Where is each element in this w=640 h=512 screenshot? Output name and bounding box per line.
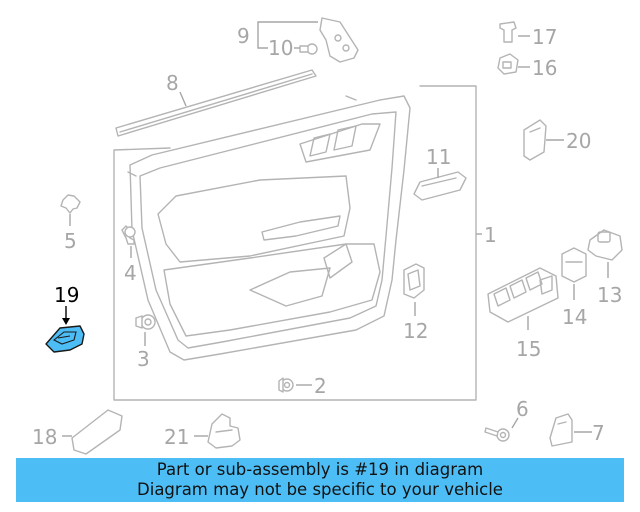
callout-6: 6 — [516, 397, 529, 421]
callout-13: 13 — [597, 283, 622, 307]
callout-7: 7 — [592, 421, 605, 445]
callout-3: 3 — [137, 347, 150, 371]
door-trim-panel[interactable] — [127, 95, 411, 361]
part-15-window-switch[interactable] — [487, 267, 559, 323]
callout-17: 17 — [532, 25, 557, 49]
banner-line-2: Diagram may not be specific to your vehi… — [137, 480, 503, 499]
info-banner: Part or sub-assembly is #19 in diagram D… — [16, 458, 624, 502]
part-11-handle[interactable] — [413, 171, 467, 201]
part-5-clip[interactable] — [60, 194, 81, 214]
part-17-clip[interactable] — [499, 21, 517, 43]
callout-12: 12 — [403, 319, 428, 343]
callout-19-arrow — [62, 318, 70, 325]
part-8-weatherstrip[interactable] — [115, 69, 317, 137]
part-4-screw[interactable] — [121, 225, 136, 245]
part-6-screw[interactable] — [484, 427, 510, 442]
part-9-mirror-bracket[interactable] — [319, 17, 359, 63]
part-20-panel[interactable] — [523, 119, 547, 161]
callout-9: 9 — [237, 24, 250, 48]
callout-4: 4 — [124, 261, 137, 285]
callout-21: 21 — [164, 425, 189, 449]
part-16-connector[interactable] — [497, 53, 519, 75]
callout-15: 15 — [516, 337, 541, 361]
callout-8: 8 — [166, 71, 179, 95]
part-2-clip[interactable] — [278, 377, 294, 393]
callout-11: 11 — [426, 145, 451, 169]
door-panel-bracket — [113, 85, 482, 401]
callout-2: 2 — [314, 374, 327, 398]
part-10-bolt[interactable] — [299, 43, 318, 55]
callout-1: 1 — [484, 223, 497, 247]
part-18-trim[interactable] — [71, 409, 123, 455]
callout-14: 14 — [562, 305, 587, 329]
part-19-switch-assembly[interactable] — [45, 325, 85, 353]
part-21-retainer[interactable] — [207, 413, 241, 449]
part-12-switch-bezel[interactable] — [403, 263, 425, 299]
banner-line-1: Part or sub-assembly is #19 in diagram — [156, 460, 484, 479]
part-7-bracket[interactable] — [549, 413, 573, 447]
callout-19: 19 — [54, 283, 79, 307]
part-3-fastener[interactable] — [135, 314, 156, 330]
callout-16: 16 — [532, 56, 557, 80]
callout-5: 5 — [64, 229, 77, 253]
part-13-switch[interactable] — [587, 229, 623, 261]
callout-10: 10 — [268, 36, 293, 60]
callout-18: 18 — [32, 425, 57, 449]
callout-20: 20 — [566, 129, 591, 153]
part-14-switch[interactable] — [561, 247, 587, 283]
